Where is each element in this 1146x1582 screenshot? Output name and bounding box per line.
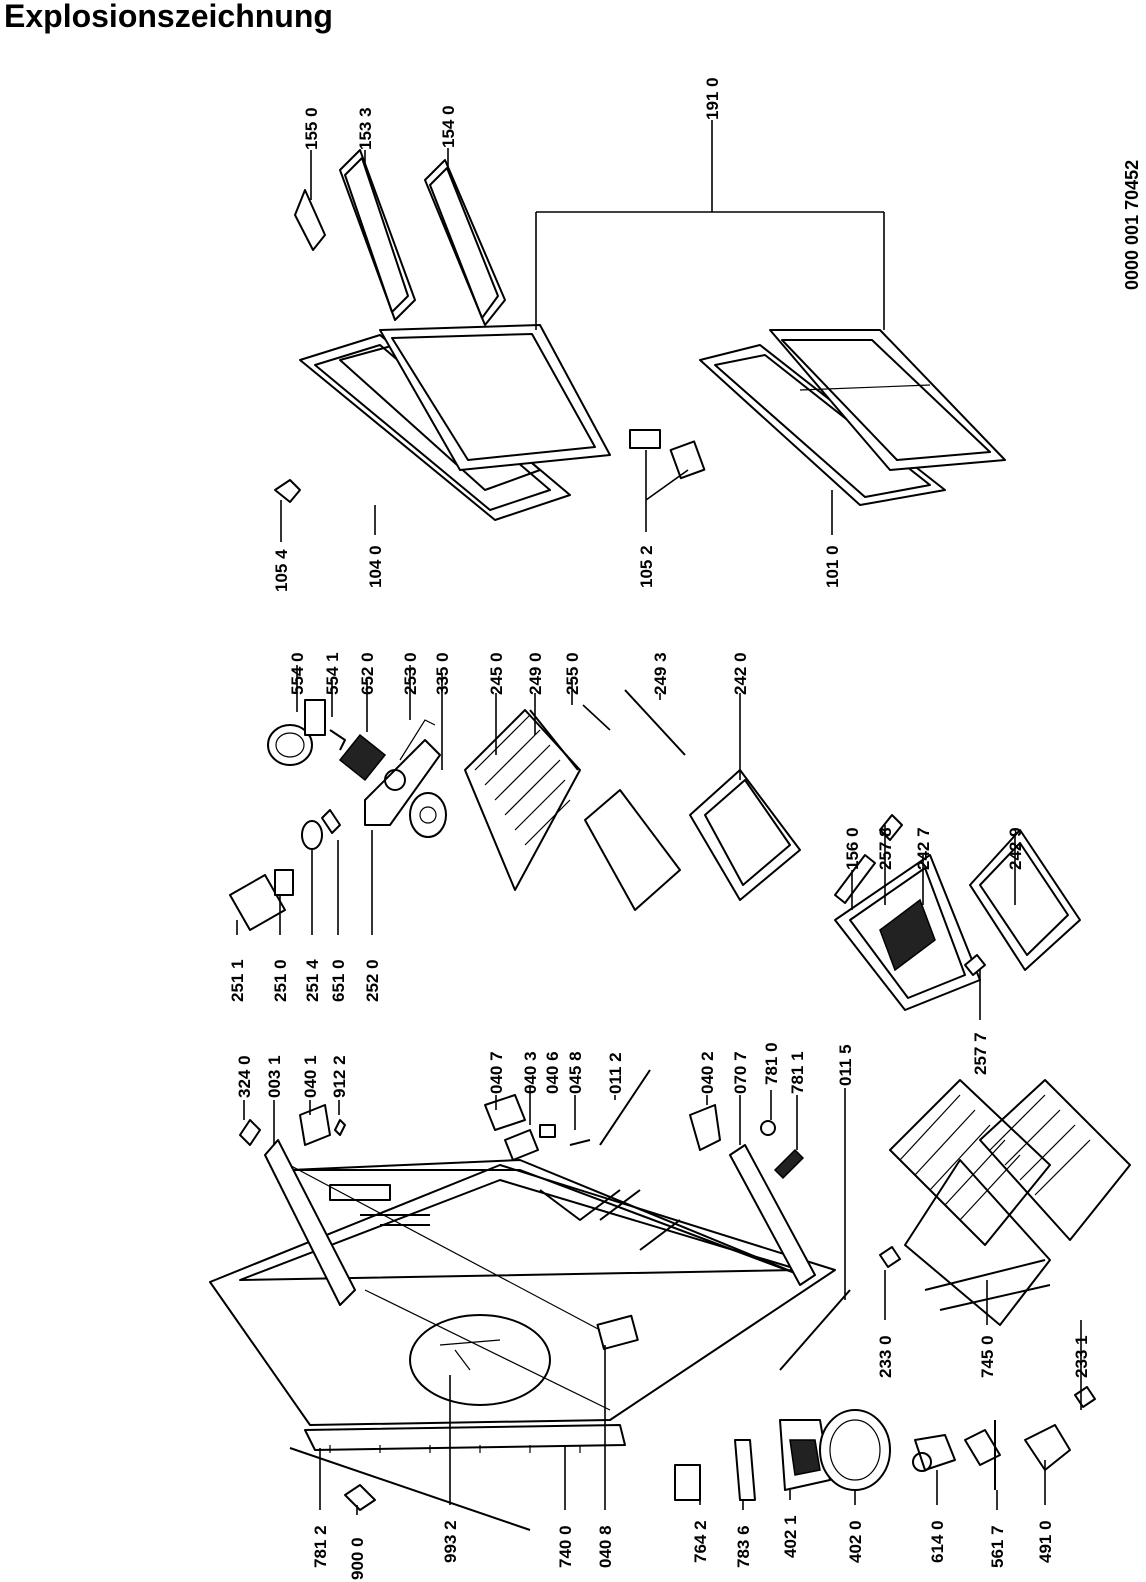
part-label: 251 4	[303, 959, 322, 1002]
part-label: 912 2	[330, 1055, 349, 1098]
part-label: 253 0	[401, 652, 420, 695]
part-label: 745 0	[978, 1335, 997, 1378]
part-label: 252 0	[363, 959, 382, 1002]
part-label: 233 0	[876, 1335, 895, 1378]
door-shelf-drawings	[294, 149, 506, 326]
part-label: 335 0	[433, 652, 452, 695]
part-label: 104 0	[366, 545, 385, 588]
thermostat-lamp-parts-drawing	[229, 699, 447, 931]
freezer-baskets-drawing	[889, 1079, 1131, 1326]
part-label: 101 0	[823, 545, 842, 588]
part-label: 251 0	[271, 959, 290, 1002]
part-labels: 155 0 153 3 154 0 191 0 105 4 104 0 105 …	[228, 77, 1091, 1580]
freezer-door-drawing	[299, 324, 611, 521]
part-label: 040 7	[487, 1051, 506, 1094]
fridge-door-drawing	[699, 329, 1006, 506]
part-label: 324 0	[235, 1055, 254, 1098]
part-label: 154 0	[439, 105, 458, 148]
part-label: 402 0	[846, 1520, 865, 1563]
part-label: 233 1	[1072, 1335, 1091, 1378]
part-label: 249 0	[526, 652, 545, 695]
page-title: Explosionszeichnung	[4, 0, 333, 34]
part-label: 070 7	[731, 1051, 750, 1094]
crisper-parts-drawing	[834, 814, 1081, 1011]
leader-lines	[236, 120, 1082, 1515]
part-label: 242 7	[914, 827, 933, 870]
part-label: 781 1	[788, 1051, 807, 1094]
part-label: 402 1	[781, 1515, 800, 1558]
document-number: 0000 001 70452	[1122, 160, 1142, 290]
part-label: 561 7	[988, 1525, 1007, 1568]
part-label: 245 0	[487, 652, 506, 695]
part-label: 040 8	[596, 1525, 615, 1568]
part-label: 040 1	[301, 1055, 320, 1098]
part-label: 554 0	[288, 652, 307, 695]
part-label: 781 2	[311, 1525, 330, 1568]
part-label: 011 5	[836, 1044, 855, 1086]
part-label: 257 8	[876, 827, 895, 870]
cabinet-drawing	[209, 1159, 836, 1426]
part-label: 740 0	[556, 1525, 575, 1568]
part-label: 040 6	[543, 1051, 562, 1094]
part-label: 105 2	[637, 545, 656, 588]
part-label: 242 0	[731, 652, 750, 695]
part-label: 651 0	[329, 959, 348, 1002]
hinge-parts-drawing	[274, 429, 706, 503]
part-label: 242 9	[1006, 827, 1025, 870]
machine-parts-drawing	[289, 1409, 1071, 1531]
part-label: 900 0	[348, 1537, 367, 1580]
part-label: 011 2	[606, 1052, 625, 1094]
part-label: 554 1	[323, 652, 342, 695]
part-label: 255 0	[563, 652, 582, 695]
part-label: 652 0	[358, 652, 377, 695]
part-label: 764 2	[691, 1520, 710, 1563]
cabinet-strips-drawing	[239, 1069, 1096, 1408]
part-label: 249 3	[651, 652, 670, 695]
part-label: 003 1	[265, 1055, 284, 1098]
part-label: 491 0	[1036, 1520, 1055, 1563]
part-label: 993 2	[441, 1520, 460, 1563]
shelf-parts-drawing	[464, 689, 801, 911]
part-label: 045 8	[566, 1051, 585, 1094]
part-label: 257 7	[971, 1032, 990, 1075]
part-label: 155 0	[302, 107, 321, 150]
part-label: 251 1	[228, 959, 247, 1002]
part-label: 040 3	[521, 1051, 540, 1094]
part-label: 105 4	[272, 549, 291, 592]
part-label: 191 0	[703, 77, 722, 120]
part-label: 783 6	[734, 1525, 753, 1568]
part-label: 781 0	[762, 1042, 781, 1085]
part-label: 156 0	[843, 827, 862, 870]
part-label: 153 3	[356, 107, 375, 150]
part-label: 614 0	[928, 1520, 947, 1563]
part-label: 040 2	[698, 1051, 717, 1094]
